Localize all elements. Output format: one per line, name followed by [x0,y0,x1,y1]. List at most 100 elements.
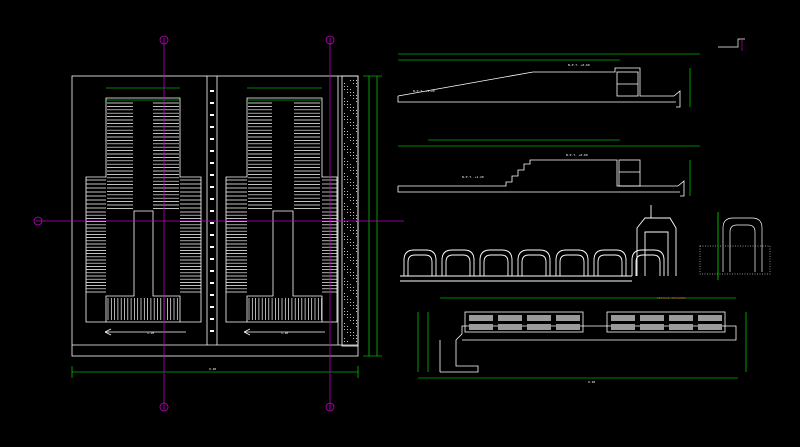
hatch-dot [344,254,345,255]
hatch-dot [353,158,354,159]
hatch-dot [353,113,354,114]
hatch-dot [344,119,345,120]
hatch-dot [344,173,345,174]
hatch-dot [353,293,354,294]
hatch-dot [356,221,357,222]
hatch-dot [350,335,351,336]
hatch-dot [344,224,345,225]
hatch-dot [344,326,345,327]
hatch-dot [356,155,357,156]
hatch-dot [350,197,351,198]
plan-direction-arrows [104,328,325,336]
bottom-total-dimension: 9.20 [588,380,595,384]
hatch-dot [344,83,345,84]
hatch-dot [347,317,348,318]
strip-mark [210,150,214,152]
hatch-dot [347,197,348,198]
hatch-dot [344,164,345,165]
hatch-dot [353,287,354,288]
hatch-dot [353,98,354,99]
hatch-dot [344,239,345,240]
hatch-dot [344,179,345,180]
hatch-dot [356,326,357,327]
hatch-dot [353,272,354,273]
hatch-dot [347,236,348,237]
hatch-dot [353,263,354,264]
hatch-dot [353,212,354,213]
strip-mark [210,258,214,260]
hatch-dot [344,203,345,204]
bottom-elevation-blocks [469,315,722,330]
hatch-dot [356,98,357,99]
strip-mark [210,270,214,272]
hatch-dot [350,134,351,135]
hatch-dot [347,284,348,285]
hatch-dot [350,269,351,270]
hatch-dot [353,140,354,141]
hatch-dot [347,89,348,90]
hatch-dot [350,317,351,318]
hatch-dot [350,110,351,111]
hatch-dot [356,293,357,294]
hatch-dot [347,326,348,327]
hatch-dot [344,221,345,222]
hatch-dot [356,185,357,186]
hatch-dot [350,329,351,330]
hatch-dot [356,140,357,141]
hatch-dot [347,257,348,258]
hatch-dot [344,209,345,210]
hatch-dot [344,338,345,339]
hatch-dot [356,110,357,111]
hatch-dot [347,227,348,228]
strip-mark [210,138,214,140]
arch-inner [635,254,661,276]
hatch-dot [347,101,348,102]
hatch-dot [356,260,357,261]
hatch-dot [353,242,354,243]
hatch-dot [356,323,357,324]
hatch-dot [350,254,351,255]
strip-mark [210,246,214,248]
hatch-dot [344,266,345,267]
elevation-block [469,315,493,321]
hatch-dot [350,275,351,276]
section-ramp [397,67,681,108]
hatch-dot [353,143,354,144]
hatch-dot [356,113,357,114]
section-stairs-dimensions [398,139,700,196]
strip-mark [210,282,214,284]
hatch-dot [344,218,345,219]
hatch-dot [350,320,351,321]
hatch-dot [350,185,351,186]
hatch-dot [347,86,348,87]
arch-elevation [400,205,677,282]
hatch-dot [356,338,357,339]
hatch-dot [350,230,351,231]
hatch-dot [356,191,357,192]
arch-inner [597,254,623,276]
hatch-dot [356,341,357,342]
hatch-dot [353,305,354,306]
hatch-dot [347,104,348,105]
stairs-level-1: N.P.T. +1.20 [462,175,484,179]
hatch-dot [344,269,345,270]
hatch-dot [347,242,348,243]
hatch-dot [356,230,357,231]
hatch-dot [344,341,345,342]
hatch-dot [353,128,354,129]
hatch-dot [347,176,348,177]
hatch-dot [350,302,351,303]
hatch-dot [353,185,354,186]
hatch-dot [347,167,348,168]
bottom-elevation-dimensions [417,297,747,379]
hatch-dot [353,317,354,318]
hatch-dot [344,158,345,159]
elevation-block [669,315,693,321]
plan-view [71,75,359,357]
strip-mark [210,162,214,164]
hatch-dot [344,89,345,90]
elevation-block [698,315,722,321]
hatch-dot [356,170,357,171]
plan-side-wall [341,75,359,347]
